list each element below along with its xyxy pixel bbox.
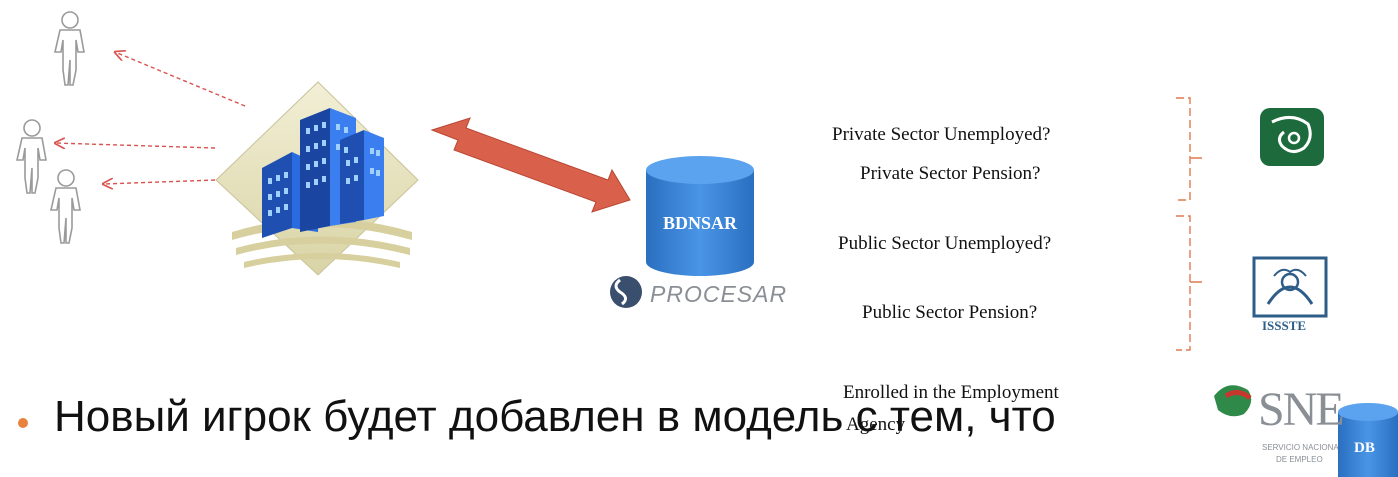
- small-database-icon: [1338, 403, 1398, 477]
- dashed-arrow-1: [115, 52, 246, 107]
- bracket-private: [1176, 97, 1202, 201]
- dashed-arrow-3: [103, 180, 216, 184]
- issste-wordmark: ISSSTE: [1262, 318, 1307, 333]
- svg-text:DE EMPLEO: DE EMPLEO: [1276, 455, 1323, 464]
- issste-logo-icon: [1252, 256, 1328, 318]
- bdnsar-database-icon: [646, 156, 754, 276]
- procesar-wordmark: PROCESAR: [650, 281, 788, 307]
- bullet-text: Новый игрок будет добавлен в модель с те…: [54, 392, 1056, 441]
- office-building-icon: [215, 81, 419, 276]
- person-icon-1: [53, 11, 85, 86]
- sne-logo-icon: SERVICIO NACIONAL DE EMPLEO: [1214, 385, 1344, 464]
- sne-wordmark: SNE: [1258, 383, 1345, 436]
- question-public-unemployed: Public Sector Unemployed?: [838, 233, 1052, 254]
- small-db-label: DB: [1354, 440, 1375, 456]
- bdnsar-label: BDNSAR: [662, 213, 737, 233]
- procesar-logo-icon: [610, 276, 642, 308]
- person-icon-2: [15, 119, 47, 194]
- dashed-arrow-2: [55, 143, 216, 148]
- question-private-unemployed: Private Sector Unemployed?: [832, 124, 1051, 145]
- person-icon-3: [49, 169, 81, 244]
- bidirectional-arrow: [430, 117, 631, 213]
- imss-logo-icon: [1260, 108, 1324, 166]
- bracket-public: [1176, 215, 1202, 351]
- question-employment-agency-line1: Enrolled in the Employment: [843, 382, 1059, 403]
- question-public-pension: Public Sector Pension?: [862, 302, 1038, 323]
- question-private-pension: Private Sector Pension?: [860, 163, 1041, 184]
- bullet-dot: [18, 418, 28, 428]
- question-employment-agency-line2: Agency: [846, 414, 906, 435]
- svg-text:SERVICIO NACIONAL: SERVICIO NACIONAL: [1262, 443, 1344, 452]
